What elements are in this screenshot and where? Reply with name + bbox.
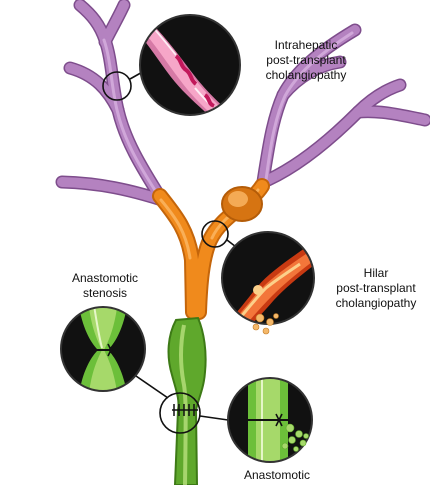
common-bile-duct xyxy=(167,316,207,485)
intrahepatic-ducts xyxy=(55,0,430,207)
inset-hilar xyxy=(221,231,315,325)
inset-anastomotic-stenosis xyxy=(60,306,146,392)
locator-markers xyxy=(102,69,241,434)
inset-intrahepatic xyxy=(139,14,241,116)
label-intrahepatic: Intrahepatic post-transplant cholangiopa… xyxy=(265,38,347,82)
label-anastomotic-stenosis: Anastomotic stenosis xyxy=(71,271,139,300)
label-anastomotic: Anastomotic xyxy=(243,468,311,482)
anastomosis-sutures xyxy=(172,404,198,416)
bile-leak-drops-anastomotic xyxy=(281,423,309,452)
bile-leak-drops-hilar xyxy=(252,313,279,335)
inset-anastomotic-leak xyxy=(227,377,313,463)
label-hilar: Hilar post-transplant cholangiopathy xyxy=(335,266,417,310)
